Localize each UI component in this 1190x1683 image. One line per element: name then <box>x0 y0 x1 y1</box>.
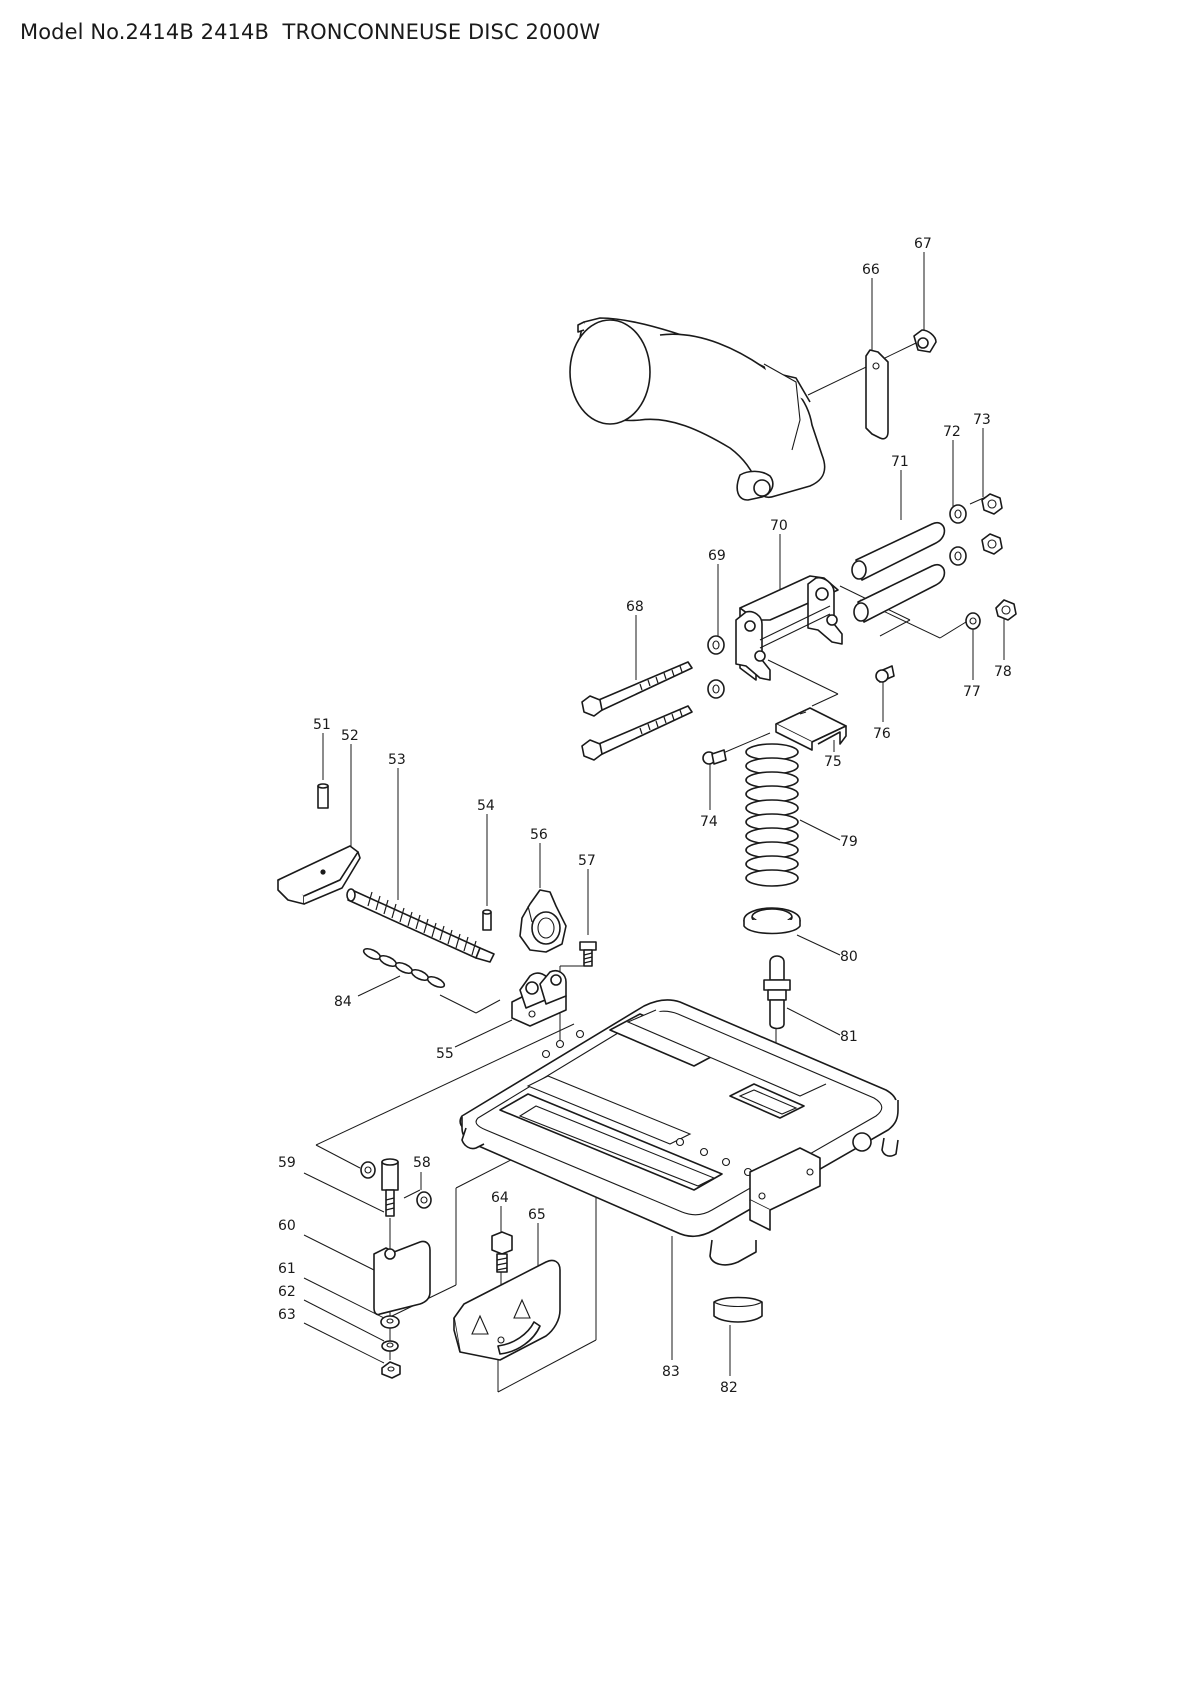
callout-labels: 51 52 53 54 55 56 57 58 59 60 61 62 63 6… <box>278 236 1012 1396</box>
part-70-bracket <box>735 575 843 681</box>
part-55-vise-base <box>511 969 567 1027</box>
part-75-clip <box>775 707 847 751</box>
part-73-nuts <box>981 493 1003 555</box>
callout-55: 55 <box>436 1046 454 1062</box>
callout-81: 81 <box>840 1029 858 1045</box>
part-84-chain <box>362 947 446 989</box>
part-51-pin <box>317 783 329 809</box>
part-65-angle-plate <box>453 1259 561 1361</box>
part-68-bolts <box>581 661 693 761</box>
part-67-wing-bolt <box>913 329 937 353</box>
callout-51: 51 <box>313 717 331 733</box>
callout-54: 54 <box>477 798 495 814</box>
callout-83: 83 <box>662 1364 680 1380</box>
page-title: Model No.2414B 2414B TRONCONNEUSE DISC 2… <box>20 20 601 44</box>
callout-70: 70 <box>770 518 788 534</box>
part-58-nut <box>416 1191 432 1209</box>
part-57-screw <box>579 941 597 967</box>
callout-57: 57 <box>578 853 596 869</box>
part-54-pin <box>482 909 492 931</box>
callout-71: 71 <box>891 454 909 470</box>
part-81-pin <box>763 955 791 1030</box>
callout-66: 66 <box>862 262 880 278</box>
part-56-nut-block <box>519 889 567 953</box>
part-76-screw <box>875 665 895 683</box>
callout-82: 82 <box>720 1380 738 1396</box>
callout-59: 59 <box>278 1155 296 1171</box>
callout-73: 73 <box>973 412 991 428</box>
part-59-pin <box>360 1158 399 1217</box>
part-63-nut <box>381 1361 401 1379</box>
part-80-spring-seat <box>743 907 801 935</box>
part-66-plate <box>865 349 889 440</box>
part-77-washer <box>965 612 981 630</box>
callout-65: 65 <box>528 1207 546 1223</box>
callout-69: 69 <box>708 548 726 564</box>
callout-62: 62 <box>278 1284 296 1300</box>
part-64-bolt <box>491 1231 513 1273</box>
callout-60: 60 <box>278 1218 296 1234</box>
callout-78: 78 <box>994 664 1012 680</box>
part-82-foot-pad <box>713 1296 763 1323</box>
callout-80: 80 <box>840 949 858 965</box>
callout-77: 77 <box>963 684 981 700</box>
callout-58: 58 <box>413 1155 431 1171</box>
callout-52: 52 <box>341 728 359 744</box>
callout-61: 61 <box>278 1261 296 1277</box>
callout-76: 76 <box>873 726 891 742</box>
part-69-washers <box>707 635 725 699</box>
part-78-nut <box>995 599 1017 621</box>
callout-79: 79 <box>840 834 858 850</box>
callout-53: 53 <box>388 752 406 768</box>
part-53-lead-screw <box>346 888 495 963</box>
callout-84: 84 <box>334 994 352 1010</box>
callout-68: 68 <box>626 599 644 615</box>
callout-67: 67 <box>914 236 932 252</box>
callout-63: 63 <box>278 1307 296 1323</box>
callout-75: 75 <box>824 754 842 770</box>
part-61-washer <box>380 1315 400 1329</box>
part-71-rods <box>851 521 946 623</box>
callout-72: 72 <box>943 424 961 440</box>
part-62-lock-washer <box>381 1340 399 1352</box>
part-79-spring <box>745 743 799 887</box>
blade-guard <box>569 317 826 501</box>
part-74-screw <box>702 749 727 765</box>
callout-56: 56 <box>530 827 548 843</box>
part-60-plate <box>373 1240 431 1316</box>
callout-64: 64 <box>491 1190 509 1206</box>
part-72-washers <box>949 504 967 566</box>
part-83-base <box>459 999 899 1266</box>
callout-74: 74 <box>700 814 718 830</box>
part-52-clamp-plate <box>277 845 361 905</box>
